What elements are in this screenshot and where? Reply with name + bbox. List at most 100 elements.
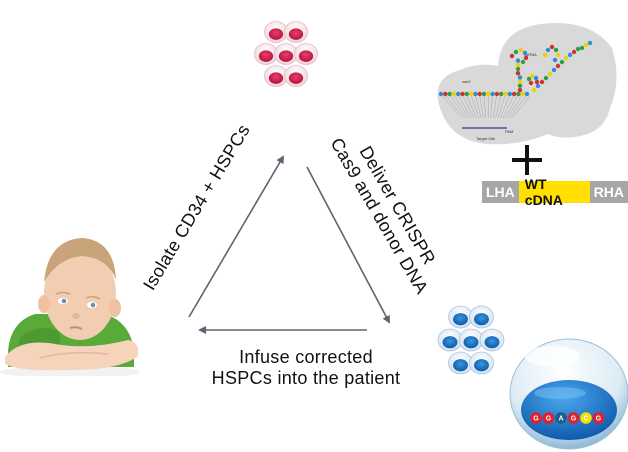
rna-bead bbox=[517, 75, 523, 80]
base-pair-line bbox=[500, 95, 510, 119]
baby-illustration bbox=[0, 238, 140, 376]
base-pair-line bbox=[502, 95, 514, 119]
target-site-label: Target Site bbox=[476, 136, 496, 141]
rna-bead bbox=[528, 80, 534, 86]
rna-bead bbox=[486, 91, 491, 97]
cell bbox=[284, 21, 308, 43]
rna-bead bbox=[507, 91, 512, 97]
rna-bead bbox=[567, 52, 573, 58]
rna-bead bbox=[555, 52, 561, 58]
base-pair-line bbox=[512, 95, 531, 119]
rna-bead bbox=[460, 91, 465, 97]
donor-template-bar: LHA WT cDNA RHA bbox=[482, 176, 628, 208]
target-dna-strand bbox=[441, 95, 531, 129]
base-pair-line bbox=[479, 95, 484, 119]
cell-nucleus bbox=[453, 359, 468, 372]
rna-bead bbox=[447, 91, 452, 97]
pam-label: PAM bbox=[505, 129, 513, 134]
base-pair-line bbox=[509, 95, 527, 119]
rna-bead bbox=[545, 47, 551, 53]
rna-bead bbox=[534, 79, 540, 85]
rna-bead bbox=[499, 91, 504, 97]
rna-bead bbox=[559, 59, 565, 65]
nucleotide-letter: G bbox=[533, 416, 539, 423]
cell bbox=[254, 43, 278, 65]
base-pair-line bbox=[450, 95, 467, 119]
cell bbox=[284, 65, 308, 87]
cell-nucleus bbox=[463, 336, 479, 349]
cell-nucleus bbox=[268, 72, 284, 84]
nucleotide-bead bbox=[580, 412, 592, 424]
edited-hspc-cluster bbox=[437, 305, 505, 375]
base-pair-line bbox=[441, 95, 463, 119]
cell bbox=[264, 65, 288, 87]
rna-bead bbox=[551, 67, 557, 73]
nucleotide-letter: C bbox=[583, 416, 588, 423]
cell bbox=[448, 305, 473, 329]
nucleotide-bead bbox=[530, 412, 542, 424]
sgrna-label: sgRNA bbox=[524, 52, 537, 57]
isolated-hspc-cluster bbox=[254, 21, 318, 87]
cell-nucleus bbox=[288, 72, 304, 84]
rna-bead bbox=[583, 42, 589, 48]
step-infuse-line1: Infuse corrected bbox=[239, 347, 373, 367]
rna-bead bbox=[547, 71, 553, 77]
cell-nucleus bbox=[278, 50, 294, 62]
cell bbox=[274, 43, 298, 65]
cell bbox=[469, 351, 494, 375]
base-pair-line bbox=[490, 95, 493, 119]
rna-bead bbox=[517, 87, 523, 93]
rna-bead bbox=[515, 58, 521, 63]
rna-bead bbox=[563, 55, 569, 61]
rna-bead bbox=[517, 83, 523, 89]
rna-bead bbox=[518, 47, 524, 53]
right-homology-arm: RHA bbox=[589, 181, 628, 203]
base-pair-line bbox=[454, 95, 470, 119]
nucleotide-letter: A bbox=[558, 416, 563, 423]
sgrna-beads bbox=[438, 40, 593, 97]
nucleotide-bead bbox=[592, 412, 605, 424]
rna-bead bbox=[522, 50, 528, 56]
base-pair-line bbox=[493, 95, 497, 119]
rna-bead bbox=[468, 91, 474, 97]
base-pair-line bbox=[467, 95, 477, 119]
nucleotide-letter: G bbox=[596, 416, 602, 423]
base-pair-line bbox=[507, 95, 522, 119]
cell-nucleus bbox=[298, 50, 314, 62]
rna-bead bbox=[520, 59, 526, 65]
rna-bead bbox=[575, 46, 581, 52]
nucleotide-bead bbox=[542, 412, 555, 424]
cell bbox=[479, 328, 505, 352]
nucleotide-bead bbox=[567, 412, 580, 424]
cell-nucleus bbox=[268, 28, 284, 40]
rna-bead bbox=[539, 79, 545, 85]
base-pair-line bbox=[462, 95, 475, 119]
cell bbox=[469, 305, 494, 329]
rna-bead bbox=[503, 91, 508, 97]
base-pair-line bbox=[471, 95, 479, 119]
rna-bead bbox=[515, 66, 521, 72]
rna-bead bbox=[515, 62, 521, 67]
step-infuse-line2: HSPCs into the patient bbox=[211, 367, 401, 388]
cell-nucleus bbox=[474, 313, 489, 326]
patient-baby-image bbox=[0, 222, 142, 376]
rna-bead bbox=[490, 91, 495, 97]
arrow-deliver bbox=[306, 166, 390, 324]
rna-bead bbox=[509, 53, 515, 59]
cell-nucleus bbox=[474, 359, 489, 372]
rna-bead bbox=[524, 91, 530, 97]
cell bbox=[294, 43, 318, 65]
base-pair-line bbox=[475, 95, 482, 119]
crispr-cas9-complex: cas9 sgRNA Target Site PAM bbox=[437, 23, 617, 145]
rna-bead bbox=[443, 91, 448, 97]
base-pair-line bbox=[446, 95, 465, 119]
rna-bead bbox=[477, 91, 482, 97]
arrow-isolate bbox=[188, 155, 285, 318]
cell bbox=[264, 21, 288, 43]
nucleotide-letter: G bbox=[571, 416, 577, 423]
plus-icon bbox=[512, 145, 542, 175]
rna-bead bbox=[523, 55, 529, 61]
rna-bead bbox=[473, 91, 478, 97]
